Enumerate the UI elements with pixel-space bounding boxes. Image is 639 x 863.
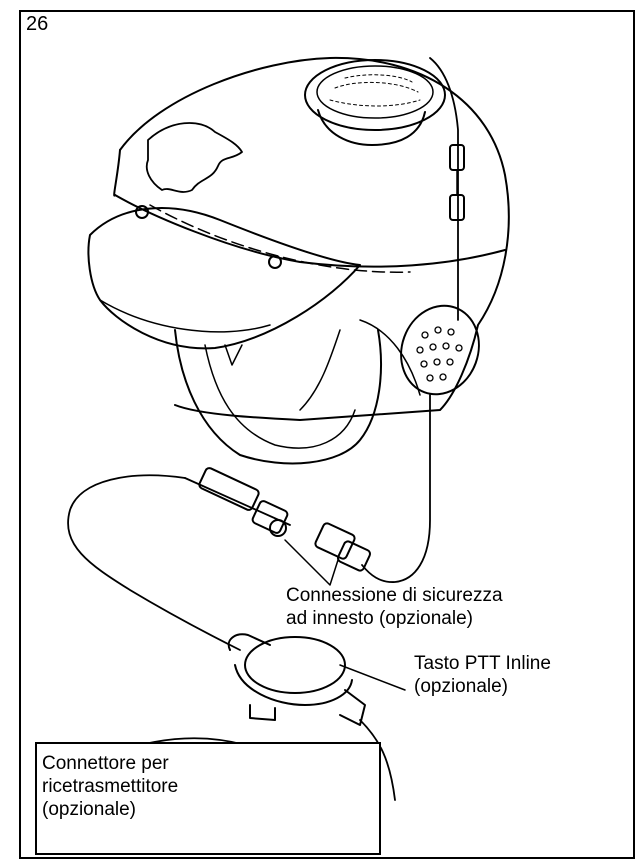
- helmet-rim: [115, 195, 505, 267]
- helmet-visor: [88, 208, 360, 348]
- ear-speaker: [389, 295, 491, 406]
- callout-ptt-line1: Tasto PTT Inline: [414, 653, 551, 674]
- top-speaker: [305, 60, 445, 130]
- ptt-unit: [229, 634, 365, 725]
- callout-connection-line2: ad innesto (opzionale): [286, 608, 473, 629]
- cable-plug-upper: [450, 145, 464, 170]
- cable-plug-lower: [450, 195, 464, 220]
- main-cable: [68, 475, 240, 650]
- callout-connector-line1: Connettore per: [42, 753, 169, 774]
- helmet-decal: [147, 123, 242, 192]
- quick-disconnect-right: [314, 522, 371, 572]
- callout-ptt-inline: Tasto PTT Inline (opzionale): [414, 652, 551, 698]
- quick-disconnect-left: [185, 467, 290, 536]
- callout-connector-line3: (opzionale): [42, 799, 136, 820]
- callout-radio-connector-box: Connettore per ricetrasmettitore (opzion…: [35, 742, 381, 855]
- callout-connector-line2: ricetrasmettitore: [42, 776, 178, 797]
- callout-ptt-line2: (opzionale): [414, 676, 508, 697]
- callout-quick-connection: Connessione di sicurezza ad innesto (opz…: [286, 584, 503, 630]
- connection-leader: [285, 540, 338, 585]
- callout-connection-line1: Connessione di sicurezza: [286, 585, 503, 606]
- speaker-cable: [362, 395, 430, 582]
